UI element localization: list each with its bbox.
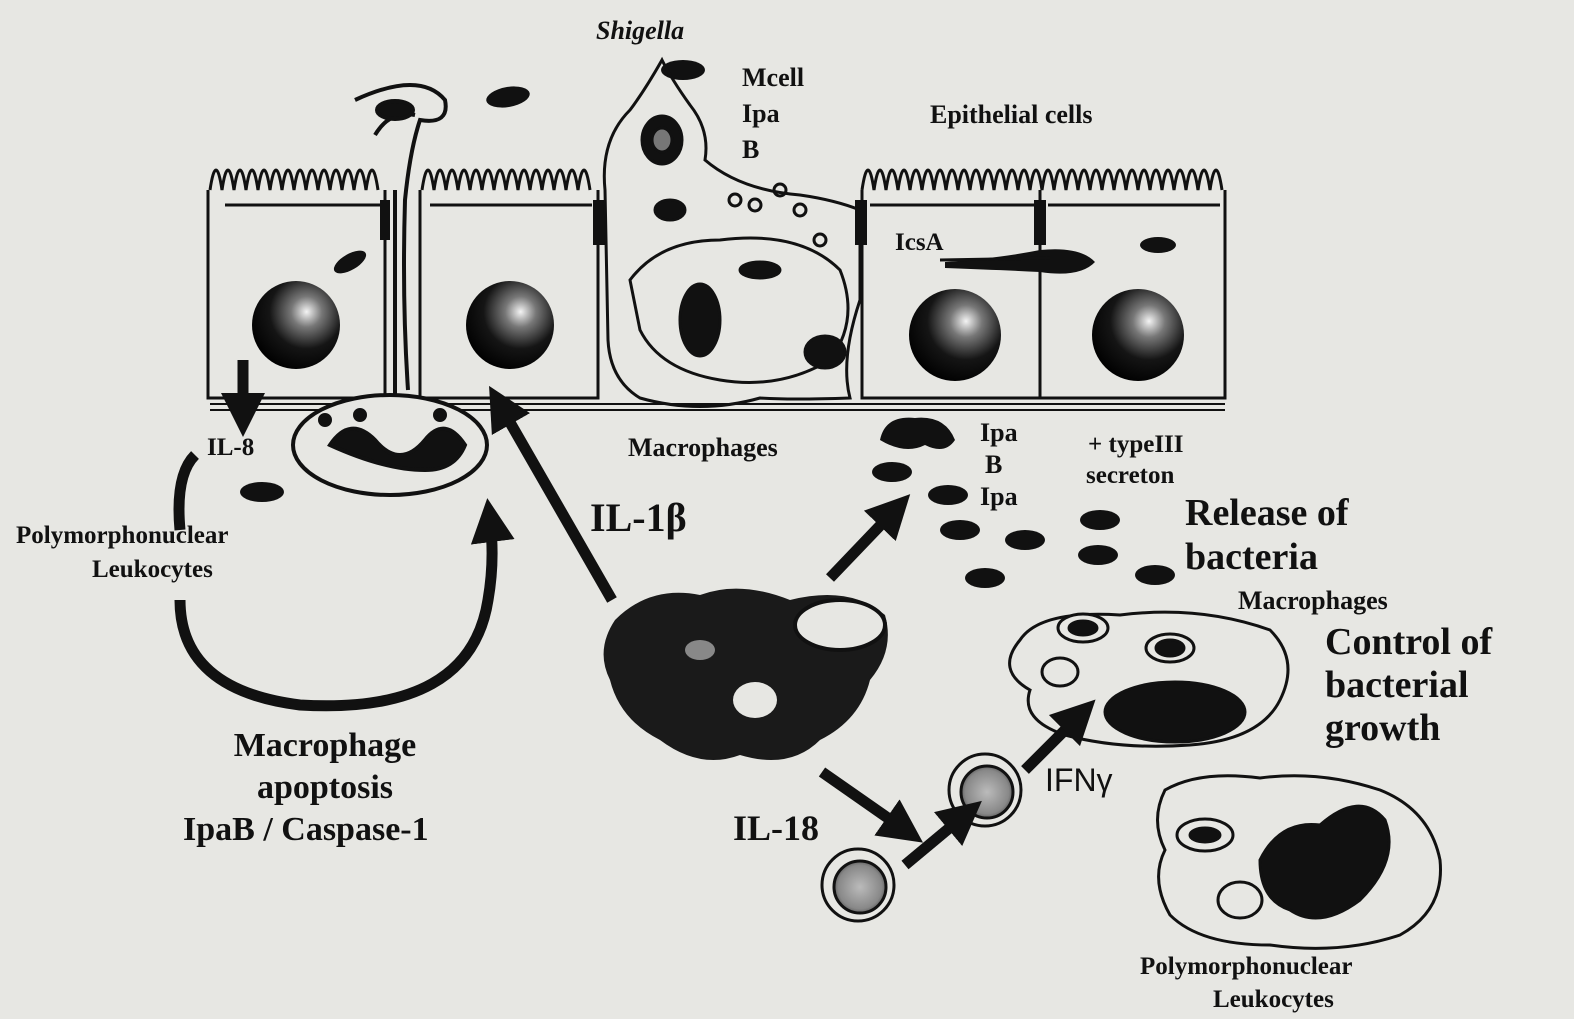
lymphocytes xyxy=(822,754,1021,921)
control-line2: bacterial xyxy=(1325,666,1469,704)
pmn-right-line2: Leukocytes xyxy=(1213,987,1334,1012)
ipa-mid1-label: Ipa xyxy=(980,420,1018,446)
pmn-right xyxy=(1158,776,1441,949)
pmn-right-line1: Polymorphonuclear xyxy=(1140,954,1353,979)
release-line2: bacteria xyxy=(1185,538,1318,576)
m-cell xyxy=(604,60,860,407)
ifng-label: IFNγ xyxy=(1045,764,1113,796)
type3-line2: secreton xyxy=(1086,463,1174,488)
macrophage-right xyxy=(1010,612,1288,746)
icsa-actin-tail xyxy=(940,249,1095,273)
il8-label: IL-8 xyxy=(207,435,254,460)
macrophages-right-label: Macrophages xyxy=(1238,588,1388,614)
shigella-label: Shigella xyxy=(596,18,684,44)
apoptotic-macrophage xyxy=(604,589,888,760)
pmn-left-line2: Leukocytes xyxy=(92,557,213,582)
apoptosis-line3: IpaB / Caspase-1 xyxy=(183,813,429,847)
b-mid-label: B xyxy=(985,452,1002,478)
ipa-top-label: Ipa xyxy=(742,101,780,127)
tight-junctions xyxy=(380,200,1046,245)
control-line3: growth xyxy=(1325,709,1440,747)
apoptosis-line2: apoptosis xyxy=(190,771,460,805)
release-line1: Release of xyxy=(1185,494,1349,532)
control-line1: Control of xyxy=(1325,623,1492,661)
mcell-label: Mcell xyxy=(742,65,804,91)
type3-line1: + typeIII xyxy=(1088,432,1184,457)
b-top-label: B xyxy=(742,137,759,163)
icsa-label: IcsA xyxy=(895,230,944,255)
pmn-left-line1: Polymorphonuclear xyxy=(16,523,229,548)
microvilli xyxy=(210,170,1222,190)
ipa-mid2-label: Ipa xyxy=(980,484,1018,510)
apoptosis-line1: Macrophage xyxy=(190,729,460,763)
epithelial-cells-label: Epithelial cells xyxy=(930,102,1093,128)
macrophages-mid-label: Macrophages xyxy=(628,435,778,461)
il1b-label: IL-1β xyxy=(590,498,687,538)
il18-label: IL-18 xyxy=(733,810,819,846)
